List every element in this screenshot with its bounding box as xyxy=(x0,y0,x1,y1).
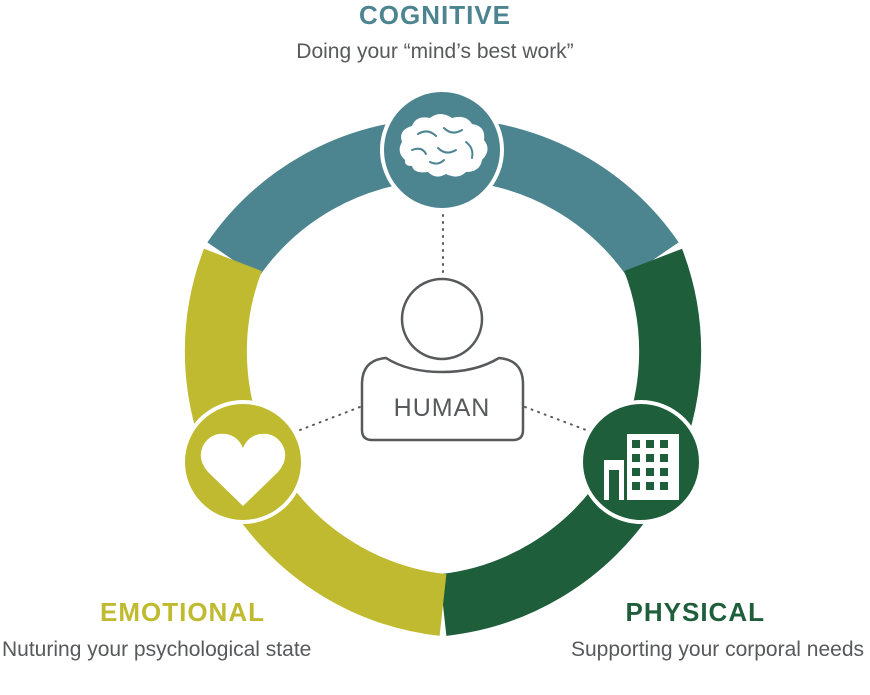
heart-icon xyxy=(200,433,286,506)
physical-subtitle: Supporting your corporal needs xyxy=(570,638,864,661)
physical-title: PHYSICAL xyxy=(625,597,765,627)
building-icon xyxy=(604,434,679,500)
cognitive-node xyxy=(380,88,504,212)
emotional-title: EMOTIONAL xyxy=(100,597,265,627)
brain-icon xyxy=(399,114,488,177)
cognitive-title: COGNITIVE xyxy=(358,0,511,30)
person-body xyxy=(360,356,525,442)
cognitive-subtitle: Doing your “mind’s best work” xyxy=(296,40,574,63)
physical-node xyxy=(579,400,703,524)
connector-emotional xyxy=(299,406,361,431)
person-icon xyxy=(360,277,525,442)
emotional-node xyxy=(181,400,305,524)
person-head xyxy=(400,277,484,361)
emotional-subtitle: Nuturing your psychological state xyxy=(2,638,312,661)
human-label: HUMAN xyxy=(394,394,491,422)
connector-physical xyxy=(524,406,587,431)
